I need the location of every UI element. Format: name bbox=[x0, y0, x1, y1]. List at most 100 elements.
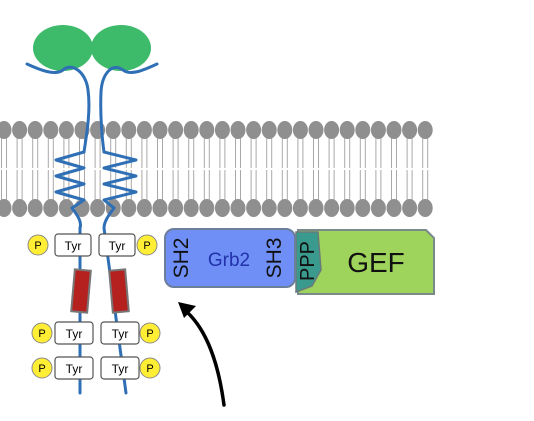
lipid-head bbox=[355, 199, 371, 217]
ppp-shape bbox=[295, 231, 322, 294]
lipid-head bbox=[58, 199, 74, 217]
lipid-head bbox=[168, 199, 184, 217]
lipid-head bbox=[370, 199, 386, 217]
receptor-left-transmembrane-helix bbox=[54, 150, 86, 210]
lipid-head bbox=[27, 199, 43, 217]
receptor-left-extracellular bbox=[25, 62, 91, 154]
lipid-head bbox=[246, 199, 262, 217]
lipid-head bbox=[339, 121, 355, 139]
phosphate-mid-left: P bbox=[31, 322, 53, 344]
phosphate-upper-left-label: P bbox=[34, 240, 41, 252]
lipid-head bbox=[136, 199, 152, 217]
phosphate-mid-left-label: P bbox=[38, 328, 45, 340]
grb2-name-label: Grb2 bbox=[208, 250, 250, 271]
lipid-head bbox=[43, 121, 59, 139]
receptor-left bbox=[25, 62, 91, 395]
lipid-head bbox=[121, 121, 137, 139]
lipid-head bbox=[152, 199, 168, 217]
tyr-lower-left: Tyr bbox=[54, 356, 94, 380]
lipid-head bbox=[402, 199, 418, 217]
lipid-head bbox=[0, 199, 12, 217]
lipid-head bbox=[386, 121, 402, 139]
lipid-head bbox=[292, 199, 308, 217]
binding-arrow-head bbox=[178, 302, 196, 318]
lipid-head bbox=[214, 121, 230, 139]
tyr-upper-left: Tyr bbox=[54, 233, 92, 257]
lipid-head bbox=[183, 121, 199, 139]
lipid-head bbox=[230, 199, 246, 217]
kinase-domain-right bbox=[108, 268, 130, 314]
lipid-head bbox=[183, 199, 199, 217]
binding-arrow-shaft bbox=[185, 310, 226, 407]
lipid-heads-bottom bbox=[0, 199, 433, 217]
ppp-label: PPP bbox=[297, 241, 319, 281]
lipid-head bbox=[0, 121, 12, 139]
tyr-mid-left-label: Tyr bbox=[66, 327, 83, 341]
kinase-domain-left bbox=[70, 268, 92, 314]
lipid-head bbox=[230, 121, 246, 139]
tyr-lower-right-label: Tyr bbox=[112, 362, 129, 376]
ligand-right bbox=[91, 25, 151, 71]
lipid-head bbox=[246, 121, 262, 139]
gef-protein: GEF bbox=[297, 229, 435, 295]
phosphate-upper-left: P bbox=[27, 234, 49, 256]
lipid-head bbox=[292, 121, 308, 139]
receptor-right bbox=[99, 62, 159, 395]
phosphate-mid-right-label: P bbox=[146, 328, 153, 340]
lipid-head bbox=[277, 199, 293, 217]
lipid-head bbox=[43, 199, 59, 217]
binding-arrow bbox=[178, 302, 226, 407]
lipid-head bbox=[386, 199, 402, 217]
lipid-head bbox=[12, 199, 28, 217]
grb2-sh2-label: SH2 bbox=[170, 238, 193, 279]
grb2-adaptor: SH2 Grb2 SH3 bbox=[164, 228, 296, 288]
lipid-head bbox=[261, 199, 277, 217]
lipid-head bbox=[417, 121, 433, 139]
lipid-head bbox=[199, 199, 215, 217]
tyr-mid-left: Tyr bbox=[54, 321, 94, 345]
lipid-head bbox=[417, 199, 433, 217]
tyr-mid-right: Tyr bbox=[100, 321, 140, 345]
receptor-right-extracellular bbox=[99, 62, 159, 154]
tyr-upper-right: Tyr bbox=[98, 233, 136, 257]
ligand-left bbox=[33, 25, 93, 71]
lipid-heads-top bbox=[0, 121, 433, 139]
lipid-head bbox=[308, 121, 324, 139]
tyr-mid-right-label: Tyr bbox=[112, 327, 129, 341]
phosphate-upper-right: P bbox=[136, 234, 158, 256]
lipid-head bbox=[121, 199, 137, 217]
phosphate-lower-left-label: P bbox=[38, 363, 45, 375]
lipid-head bbox=[152, 121, 168, 139]
receptor-right-intracellular bbox=[102, 206, 128, 395]
lipid-head bbox=[324, 199, 340, 217]
ppp-domain: PPP bbox=[295, 231, 322, 294]
lipid-head bbox=[136, 121, 152, 139]
phosphate-lower-right: P bbox=[139, 357, 161, 379]
grb2-shape bbox=[164, 228, 296, 288]
gef-label: GEF bbox=[347, 247, 405, 278]
lipid-head bbox=[261, 121, 277, 139]
lipid-tails-bottom bbox=[1, 170, 429, 205]
lipid-head bbox=[324, 121, 340, 139]
tyr-lower-right: Tyr bbox=[100, 356, 140, 380]
lipid-head bbox=[168, 121, 184, 139]
receptor-left-intracellular bbox=[70, 206, 82, 395]
grb2-sh3-label: SH3 bbox=[263, 238, 286, 279]
phosphate-lower-right-label: P bbox=[146, 363, 153, 375]
gef-shape bbox=[297, 229, 435, 295]
lipid-head bbox=[402, 121, 418, 139]
tyr-upper-right-label: Tyr bbox=[109, 239, 126, 253]
tyr-lower-left-label: Tyr bbox=[66, 362, 83, 376]
phosphate-upper-right-label: P bbox=[143, 240, 150, 252]
lipid-head bbox=[12, 121, 28, 139]
lipid-head bbox=[199, 121, 215, 139]
lipid-head bbox=[105, 121, 121, 139]
lipid-head bbox=[58, 121, 74, 139]
lipid-head bbox=[277, 121, 293, 139]
lipid-head bbox=[27, 121, 43, 139]
lipid-head bbox=[355, 121, 371, 139]
tyr-upper-left-label: Tyr bbox=[65, 239, 82, 253]
lipid-head bbox=[339, 199, 355, 217]
